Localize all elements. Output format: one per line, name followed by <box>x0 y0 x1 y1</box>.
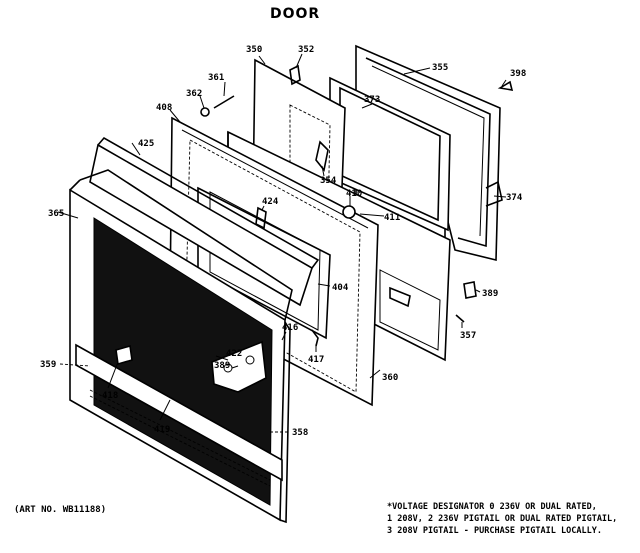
screw-398 <box>497 80 514 91</box>
label-350: 350 <box>246 45 262 55</box>
art-number: (ART NO. WB11188) <box>14 505 107 515</box>
label-422: 422 <box>226 349 242 359</box>
hinge-374 <box>485 180 503 207</box>
page-title: DOOR <box>270 6 321 22</box>
label-398: 398 <box>510 69 526 79</box>
label-411: 411 <box>384 213 400 223</box>
leader-lines <box>57 53 507 433</box>
label-417: 417 <box>308 355 324 365</box>
label-374: 374 <box>506 193 523 203</box>
voltage-note-line-3: 3 208V PIGTAIL - PURCHASE PIGTAIL LOCALL… <box>387 526 602 536</box>
part-labels: 350 352 355 398 361 362 373 408 425 354 … <box>40 45 526 438</box>
screw-361 <box>213 95 235 109</box>
label-424: 424 <box>262 197 279 207</box>
label-410: 410 <box>346 189 362 199</box>
clip-354 <box>315 140 329 172</box>
label-365: 365 <box>48 209 64 219</box>
label-359: 359 <box>40 360 56 370</box>
clip-417 <box>311 329 319 347</box>
label-360: 360 <box>382 373 398 383</box>
washer-362 <box>200 107 210 117</box>
label-354: 354 <box>320 176 337 186</box>
label-419: 419 <box>154 425 170 435</box>
clip-352 <box>289 64 301 86</box>
screw-357 <box>455 314 465 323</box>
voltage-note-line-1: *VOLTAGE DESIGNATOR 0 236V OR DUAL RATED… <box>387 502 597 512</box>
bracket-418 <box>115 344 133 366</box>
outer-door-365 <box>69 169 293 524</box>
label-404: 404 <box>332 283 349 293</box>
label-416: 416 <box>282 323 298 333</box>
label-362: 362 <box>186 89 202 99</box>
handle-425 <box>89 136 320 307</box>
label-361: 361 <box>208 73 224 83</box>
label-418: 418 <box>102 391 118 401</box>
label-389-hinge: 389 <box>214 361 230 371</box>
label-408: 408 <box>156 103 172 113</box>
nut-389 <box>463 281 477 299</box>
label-373: 373 <box>364 95 380 105</box>
label-352: 352 <box>298 45 314 55</box>
label-355: 355 <box>432 63 448 73</box>
voltage-note-line-2: 1 208V, 2 236V PIGTAIL OR DUAL RATED PIG… <box>387 514 618 524</box>
label-358: 358 <box>292 428 308 438</box>
label-357: 357 <box>460 331 476 341</box>
label-389: 389 <box>482 289 498 299</box>
hinge-plate-422 <box>211 340 267 393</box>
label-425: 425 <box>138 139 154 149</box>
